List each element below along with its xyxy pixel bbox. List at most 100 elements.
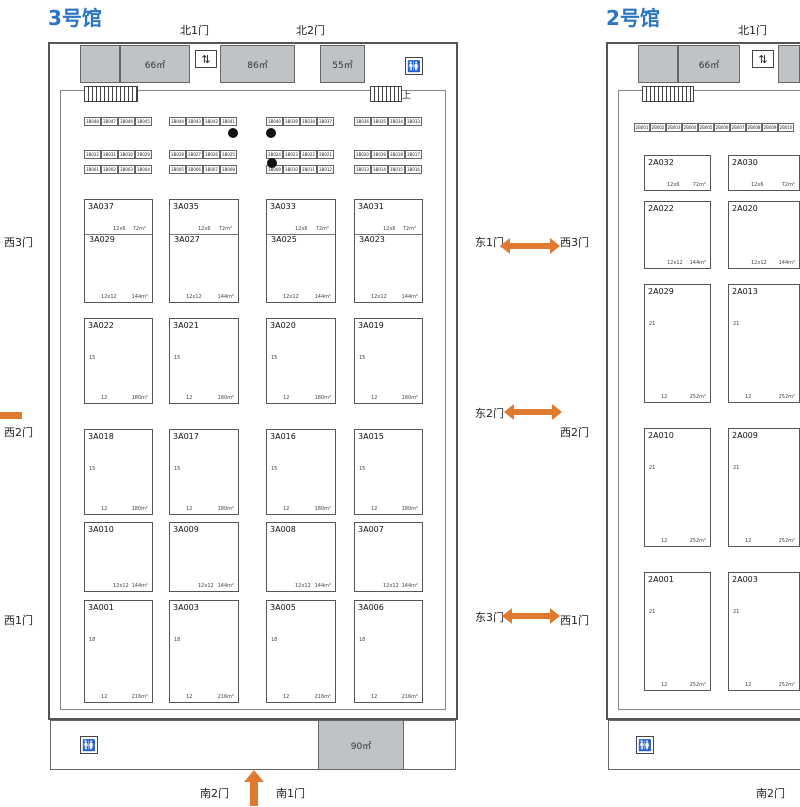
booth-area: 180m² <box>314 395 331 401</box>
hall3-south-door-1[interactable]: 南1门 <box>276 787 305 800</box>
small-booth: 3B042 <box>203 117 220 126</box>
small-booth: 3B035 <box>371 117 388 126</box>
booth-area: 180m² <box>131 395 148 401</box>
small-booth: 3B046 <box>118 117 135 126</box>
hall3-room-nw <box>80 45 120 83</box>
small-booth: 3B006 <box>186 165 203 174</box>
hall3-west-door-1[interactable]: 西1门 <box>4 614 33 627</box>
small-booth: 3B034 <box>388 117 405 126</box>
hall2-north-door-1[interactable]: 北1门 <box>738 24 767 37</box>
hall3-room-55: 55㎡ <box>320 45 365 83</box>
booth-code: 3A035 <box>173 202 199 211</box>
booth-code: 2A013 <box>732 287 758 296</box>
booth-dim: 12 <box>745 682 752 688</box>
booth-area: 252m² <box>689 538 706 544</box>
hall3-north-door-2[interactable]: 北2门 <box>296 24 325 37</box>
hall2-room-nw <box>638 45 678 83</box>
small-booth: 2B007 <box>730 123 746 132</box>
booth-dim: 12 <box>371 506 378 512</box>
booth-dim: 21 <box>649 465 656 471</box>
small-booth: 3B013 <box>354 165 371 174</box>
hall2-room-66: 66㎡ <box>678 45 740 83</box>
booth-area: 72m² <box>692 182 706 188</box>
booth-dim: 12x12 <box>101 294 117 300</box>
small-booth: 3B014 <box>371 165 388 174</box>
hall3-room-86: 86㎡ <box>220 45 295 83</box>
small-booth: 2B004 <box>682 123 698 132</box>
hall3-east-door-1[interactable]: 东1门 <box>475 236 504 249</box>
booth-divider <box>355 234 422 235</box>
small-booth: 3B045 <box>135 117 152 126</box>
south-entrance-arrow <box>244 770 264 806</box>
booth-dim: 12 <box>371 395 378 401</box>
booth-dim: 18 <box>271 637 278 643</box>
booth-code: 3A005 <box>270 603 296 612</box>
small-booth: 3B038 <box>300 117 317 126</box>
hall3-west-door-3[interactable]: 西3门 <box>4 236 33 249</box>
hall2-west-door-1[interactable]: 西1门 <box>560 614 589 627</box>
small-booth: 3B036 <box>354 117 371 126</box>
booth-dim: 12 <box>186 506 193 512</box>
booth-dim: 21 <box>649 321 656 327</box>
hall3-east-door-2[interactable]: 东2门 <box>475 407 504 420</box>
booth-dim: 12 <box>101 694 108 700</box>
booth-area: 72m² <box>781 182 795 188</box>
hall2-west-door-3[interactable]: 西3门 <box>560 236 589 249</box>
booth-area: 252m² <box>778 538 795 544</box>
booth-code: 3A016 <box>270 432 296 441</box>
booth-dim: 15 <box>174 355 181 361</box>
hall2-south-door-2[interactable]: 南2门 <box>756 787 785 800</box>
small-booth: 3B025 <box>220 150 237 159</box>
hall3-north-door-1[interactable]: 北1门 <box>180 24 209 37</box>
booth-code: 3A027 <box>174 235 200 244</box>
booth-dim: 12 <box>186 694 193 700</box>
small-booth: 3B037 <box>317 117 334 126</box>
hall3-west-door-2[interactable]: 西2门 <box>4 426 33 439</box>
hall3-south-door-2[interactable]: 南2门 <box>200 787 229 800</box>
booth-code: 2A032 <box>648 158 674 167</box>
booth-area: 180m² <box>217 506 234 512</box>
booth-code: 2A030 <box>732 158 758 167</box>
booth-area: 252m² <box>689 394 706 400</box>
small-booth: 3B023 <box>283 150 300 159</box>
hall2-room-ne <box>778 45 800 83</box>
small-booth: 3B008 <box>220 165 237 174</box>
booth-dim: 18 <box>89 637 96 643</box>
small-booth: 3B040 <box>266 117 283 126</box>
small-booth: 3B044 <box>169 117 186 126</box>
small-booth: 3B021 <box>317 150 334 159</box>
booth-code: 3A033 <box>270 202 296 211</box>
small-booth: 3B039 <box>283 117 300 126</box>
hall3-east-door-3[interactable]: 东3门 <box>475 611 504 624</box>
booth-dim: 12 <box>101 506 108 512</box>
booth-dim: 12 <box>186 395 193 401</box>
booth-area: 144m² <box>401 583 418 589</box>
hall2-inner-wall <box>618 90 800 710</box>
booth-code: 3A007 <box>358 525 384 534</box>
hall2-west-door-2[interactable]: 西2门 <box>560 426 589 439</box>
small-booth: 2B001 <box>634 123 650 132</box>
hall3-title: 3号馆 <box>48 6 102 30</box>
small-booth: 3B001 <box>84 165 101 174</box>
booth-area: 180m² <box>401 395 418 401</box>
hall2-title: 2号馆 <box>606 6 660 30</box>
booth-area: 216m² <box>217 694 234 700</box>
